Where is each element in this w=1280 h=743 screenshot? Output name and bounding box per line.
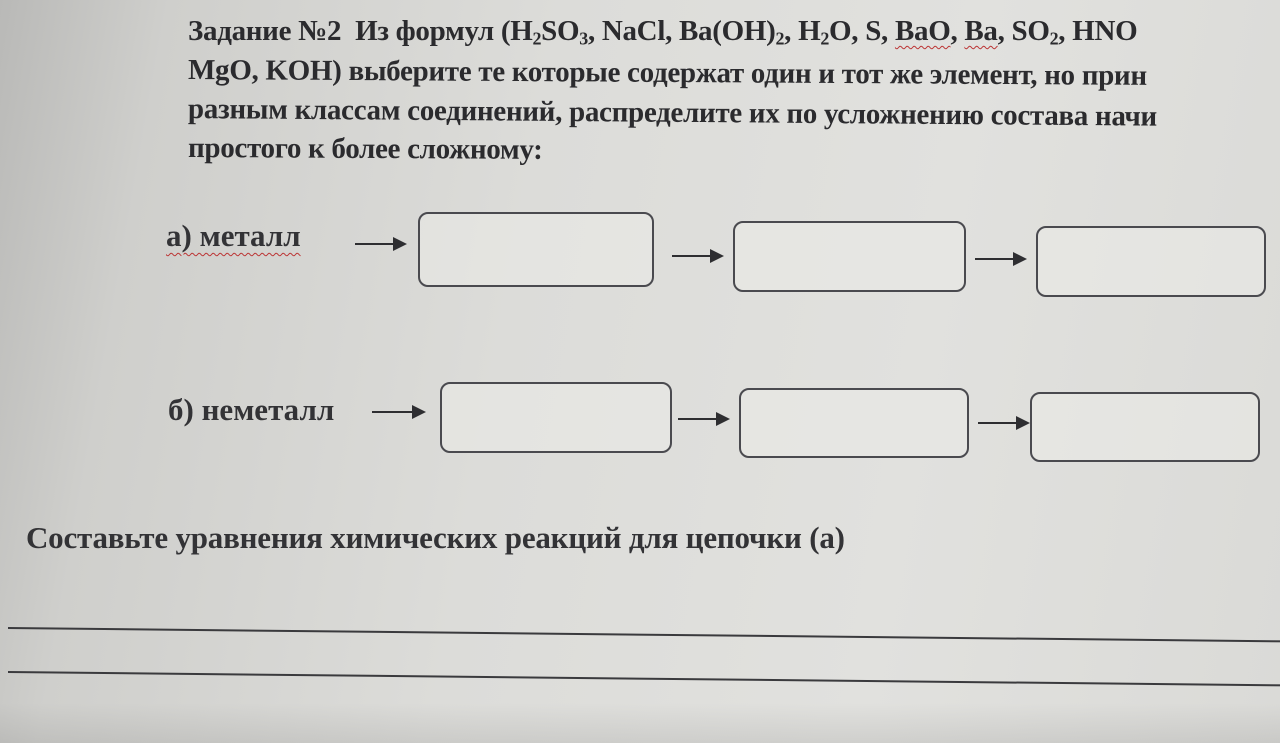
chain-a-arrow-1 <box>355 237 407 251</box>
photo-shadow <box>0 703 1280 743</box>
formula: Ba(OH)2 <box>679 15 785 49</box>
chain-a-box-1[interactable] <box>418 212 654 287</box>
task-description: Задание №2 Из формул (H2SO3, NaCl, Ba(OH… <box>188 12 1280 168</box>
formula: BaO <box>894 15 951 47</box>
formula: NaCl <box>601 15 666 47</box>
formula-list: H2SO3, NaCl, Ba(OH)2, H2O, S, BaO, Ba, S… <box>510 15 1138 49</box>
chain-b-box-3[interactable] <box>1030 392 1260 462</box>
formula: H2O <box>798 15 852 49</box>
chain-b-arrow-1 <box>372 405 426 419</box>
instruction-text: Составьте уравнения химических реакций д… <box>26 520 845 555</box>
chain-a-label-text: а) металл <box>166 218 301 253</box>
answer-line-1[interactable] <box>7 627 1280 643</box>
chain-b-arrow-3 <box>978 416 1030 430</box>
chain-b-arrow-2 <box>678 412 730 426</box>
formula: H2SO3 <box>510 15 588 49</box>
answer-line-2[interactable] <box>7 671 1280 687</box>
chain-b-box-2[interactable] <box>739 388 969 458</box>
formula: Ba <box>964 15 998 47</box>
task-title: Задание №2 <box>188 15 342 47</box>
task-line-4: простого к более сложному: <box>188 132 543 166</box>
chain-a-label: а) металл <box>166 218 301 254</box>
chain-a-box-2[interactable] <box>733 221 966 292</box>
task-line-1: Задание №2 Из формул (H2SO3, NaCl, Ba(OH… <box>188 12 1280 51</box>
task-line-2: MgO, KOH) выберите те которые содержат о… <box>188 54 1147 92</box>
chain-a-arrow-2 <box>672 249 724 263</box>
chain-b-box-1[interactable] <box>440 382 672 453</box>
formula: HNO <box>1072 15 1138 47</box>
chain-a-arrow-3 <box>975 252 1027 266</box>
task-intro: Из формул ( <box>355 15 511 47</box>
chain-b-label: б) неметалл <box>168 392 335 427</box>
formula: S <box>865 15 882 47</box>
formula: SO2 <box>1011 15 1059 49</box>
chain-a-box-3[interactable] <box>1036 226 1266 297</box>
